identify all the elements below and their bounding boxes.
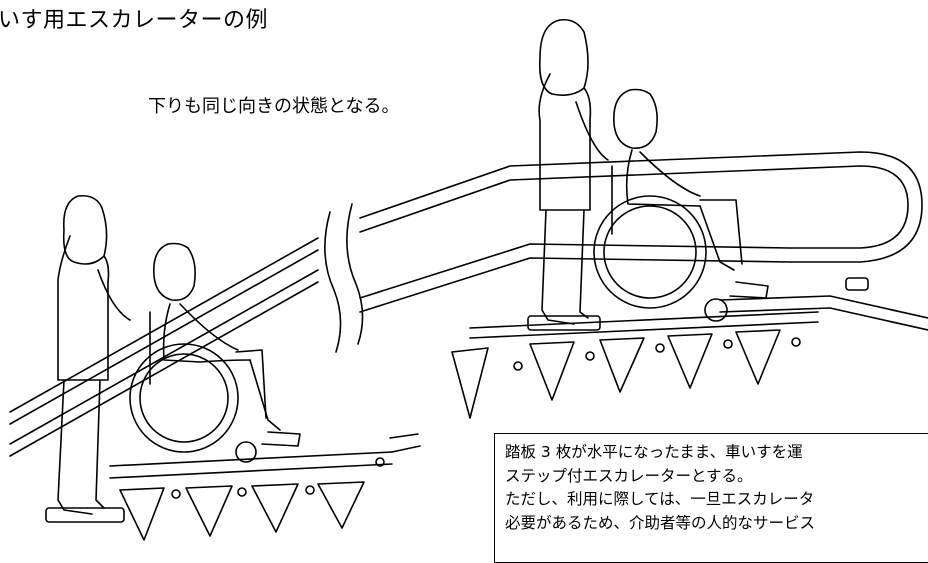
direction-caption: 下りも同じ向きの状態となる。 xyxy=(148,96,400,117)
lower-escalator-steps xyxy=(109,433,421,541)
caregiver-right xyxy=(527,18,609,331)
wheelchair-user-left xyxy=(129,242,301,463)
upper-escalator-steps xyxy=(451,311,819,419)
note-line-1: 踏板 3 枚が水平になったまま、車いすを運 xyxy=(505,443,803,461)
caregiver-left xyxy=(45,194,131,523)
explanation-note-box: 踏板 3 枚が水平になったまま、車いすを運 ステップ付エスカレーターとする。 た… xyxy=(494,433,928,563)
note-line-3: ただし、利用に際しては、一旦エスカレータ xyxy=(505,490,815,508)
escalator-landing xyxy=(719,277,928,331)
escalator-handrail xyxy=(9,151,923,457)
note-line-2: ステップ付エスカレーターとする。 xyxy=(505,466,753,485)
wheelchair-user-right xyxy=(593,88,769,322)
wheelchair-escalator-illustration xyxy=(9,18,928,541)
figure-title: いす用エスカレーターの例 xyxy=(0,8,269,33)
note-line-4: 必要があるため、介助者等の人的なサービス xyxy=(505,513,816,532)
